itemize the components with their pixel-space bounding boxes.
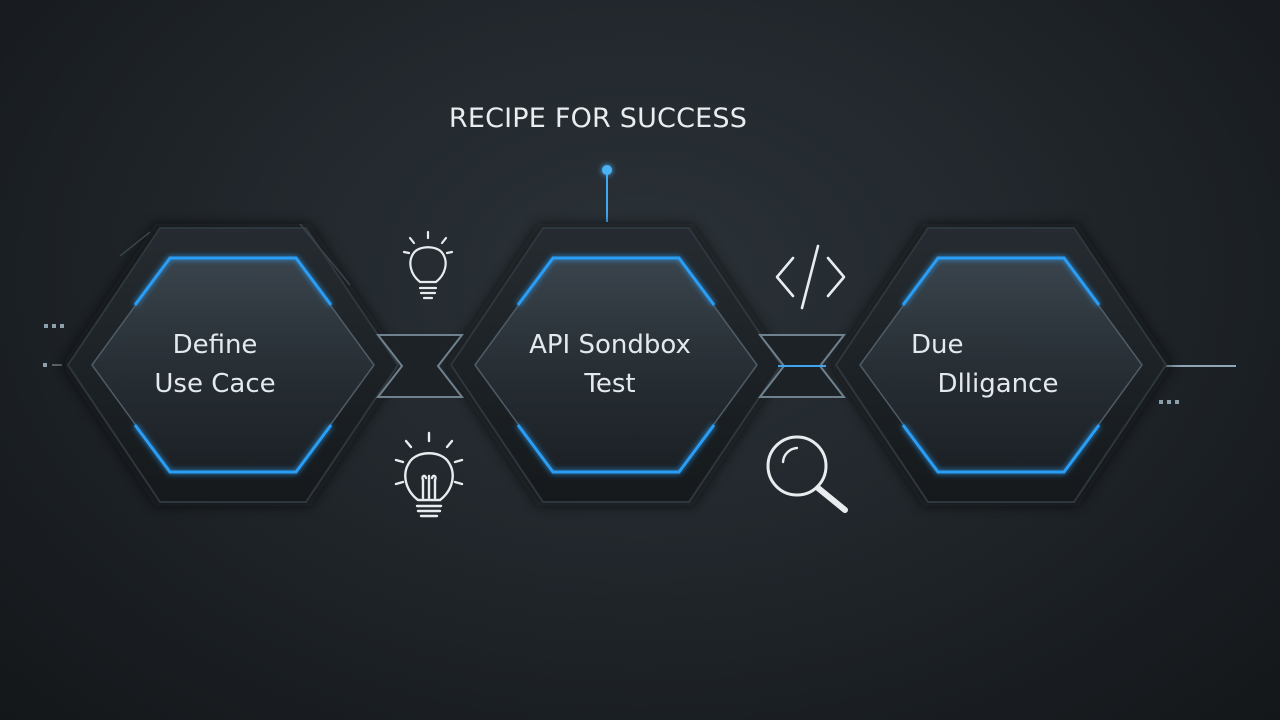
right-edge-decoration: [1159, 365, 1236, 404]
step-label-due-diligence: Due Dlligance: [873, 326, 1123, 404]
left-edge-decoration: [43, 324, 64, 367]
lightbulb-icon: [402, 230, 454, 300]
step-label-line: Use Cace: [154, 369, 276, 399]
step-hexagon-api-sandbox-test: [445, 224, 787, 506]
step-label-api-sandbox-test: API Sondbox Test: [490, 326, 730, 404]
connector-1-2: [375, 334, 465, 398]
connector-2-3: [757, 334, 847, 398]
step-label-line: Test: [584, 369, 636, 399]
title-connector: [602, 165, 612, 222]
step-label-line: API Sondbox: [529, 330, 691, 360]
code-icon: [775, 244, 846, 310]
step-label-define-use-case: Define Use Cace: [95, 326, 335, 404]
diagram-title: RECIPE FOR SUCCESS: [448, 103, 748, 134]
magnifier-icon: [766, 435, 848, 513]
step-label-line: Dlligance: [937, 369, 1059, 399]
step-hexagon-due-diligence: [830, 224, 1172, 506]
step-hexagon-define-use-case: [62, 223, 404, 506]
lightbulb-icon: [394, 431, 464, 518]
step-label-line: Define: [172, 330, 258, 360]
step-label-line: Due: [911, 330, 964, 360]
